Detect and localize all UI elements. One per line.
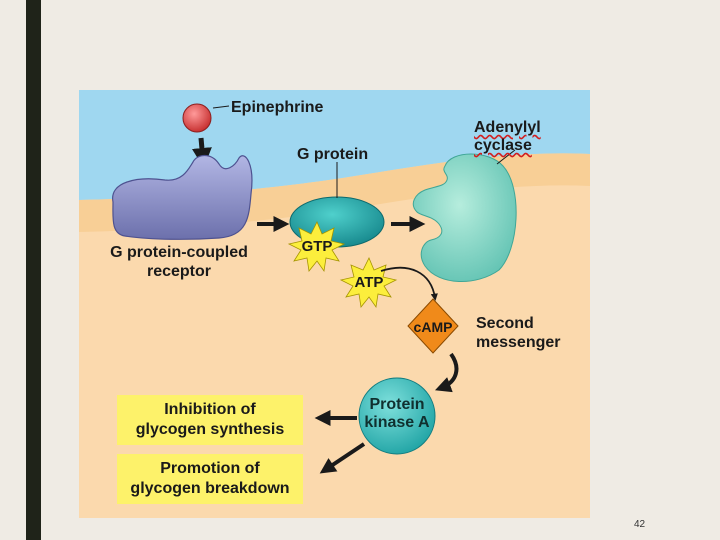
- cyclase-leader-line: [496, 149, 516, 165]
- outcome-promotion-line2: glycogen breakdown: [130, 480, 290, 497]
- epinephrine-label: Epinephrine: [231, 99, 324, 116]
- outcome-inhibition-box: Inhibition of glycogen synthesis: [117, 395, 303, 445]
- outcome-inhibition-line2: glycogen synthesis: [135, 421, 285, 438]
- adenylyl-cyclase: [412, 153, 517, 282]
- epinephrine-leader-line: [212, 105, 230, 109]
- second-messenger-label-line2: messenger: [476, 334, 561, 351]
- gtp-starburst: [287, 221, 346, 273]
- arrow-atp-to-camp: [380, 266, 438, 301]
- signaling-diagram: Epinephrine Adenylyl cyclase G protein G…: [79, 90, 590, 518]
- gtp-label: GTP: [301, 238, 333, 255]
- protein-kinase-a: [358, 377, 436, 455]
- slide-accent-bar: [26, 0, 41, 540]
- arrow-camp-to-pka: [435, 352, 459, 393]
- adenylyl-cyclase-label-line2: cyclase: [474, 137, 532, 154]
- camp-diamond: [407, 298, 459, 354]
- epinephrine-molecule: [182, 103, 212, 133]
- g-protein-label: G protein: [297, 146, 369, 163]
- atp-label: ATP: [354, 274, 384, 291]
- pka-label-line1: Protein: [369, 396, 425, 413]
- gpcr-receptor: [112, 154, 253, 240]
- adenylyl-cyclase-label-line1: Adenylyl: [474, 119, 541, 136]
- outcome-inhibition-line1: Inhibition of: [164, 401, 256, 418]
- pka-label-line2: kinase A: [364, 414, 430, 431]
- outcome-promotion-line1: Promotion of: [160, 460, 260, 477]
- diagram-art: [79, 90, 590, 518]
- camp-label: cAMP: [413, 319, 453, 335]
- slide-page-number: 42: [634, 519, 646, 530]
- gpcr-label-line2: receptor: [146, 263, 212, 280]
- outcome-promotion-box: Promotion of glycogen breakdown: [117, 454, 303, 504]
- second-messenger-label-line1: Second: [476, 315, 534, 332]
- gpcr-label-line1: G protein-coupled: [110, 244, 248, 261]
- arrow-pka-to-promotion: [319, 442, 366, 474]
